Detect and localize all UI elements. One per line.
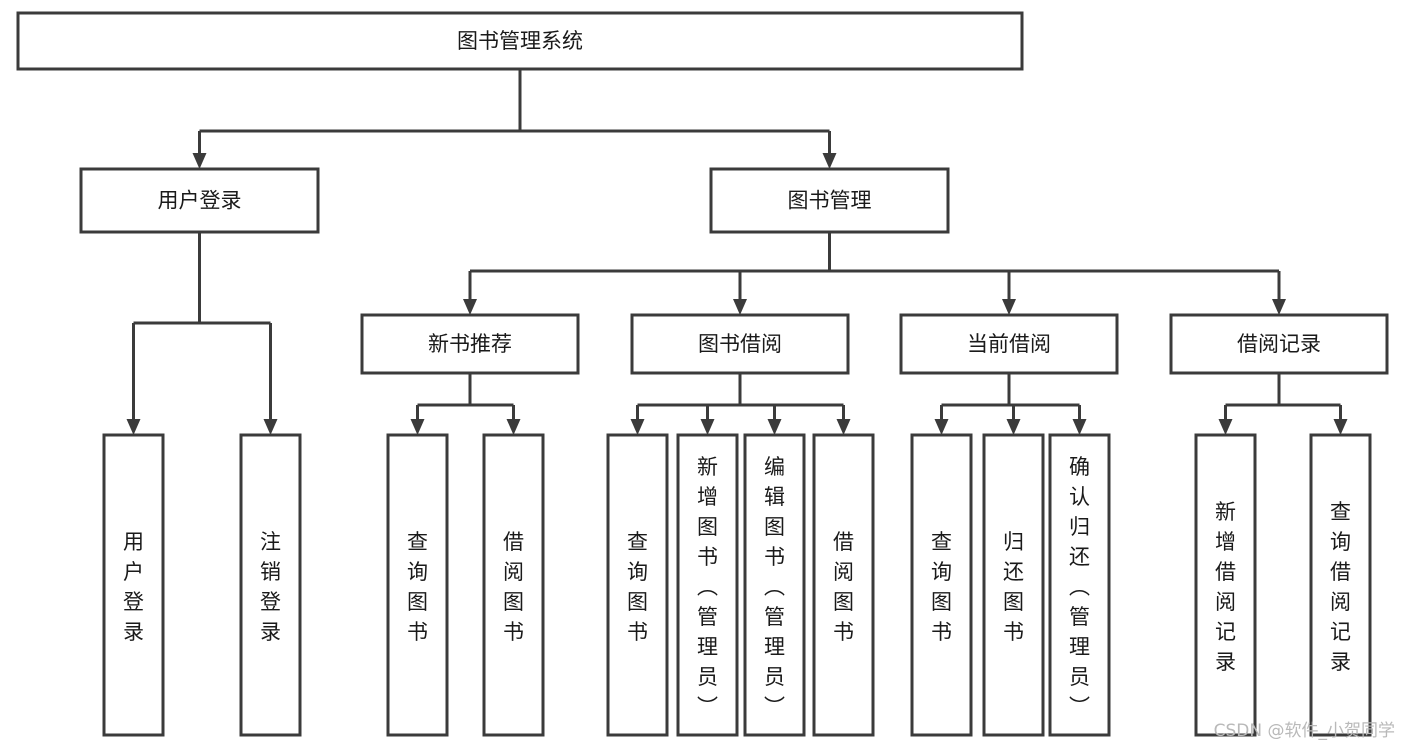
node-new-book-recommend[interactable]: 新书推荐	[360, 313, 580, 375]
node-box[interactable]	[79, 167, 320, 234]
node-box[interactable]	[360, 313, 580, 375]
node-box[interactable]	[482, 433, 545, 737]
node-leaf-add-borrow-record[interactable]: 新增借阅记录	[1194, 433, 1257, 737]
node-current-borrow[interactable]: 当前借阅	[899, 313, 1119, 375]
node-label: 查询图书	[627, 530, 648, 644]
node-label: 归还图书	[1003, 530, 1024, 644]
node-box[interactable]	[386, 433, 449, 737]
node-leaf-query-book-recommend[interactable]: 查询图书	[386, 433, 449, 737]
node-label: 图书管理	[788, 189, 872, 213]
node-box[interactable]	[1309, 433, 1372, 737]
node-box[interactable]	[899, 313, 1119, 375]
node-label: 查询图书	[931, 530, 952, 644]
node-leaf-query-book-borrow[interactable]: 查询图书	[606, 433, 669, 737]
node-box[interactable]	[812, 433, 875, 737]
node-box[interactable]	[1048, 433, 1111, 737]
node-box[interactable]	[1169, 313, 1389, 375]
node-box[interactable]	[606, 433, 669, 737]
node-leaf-return-book[interactable]: 归还图书	[982, 433, 1045, 737]
node-box[interactable]	[709, 167, 950, 234]
node-box[interactable]	[676, 433, 739, 737]
node-box[interactable]	[630, 313, 850, 375]
node-label: 新增图书︵管理员︶	[697, 455, 718, 719]
node-leaf-borrow-book-recommend[interactable]: 借阅图书	[482, 433, 545, 737]
node-book-management[interactable]: 图书管理	[709, 167, 950, 234]
node-book-borrow[interactable]: 图书借阅	[630, 313, 850, 375]
node-label: 新增借阅记录	[1215, 500, 1236, 674]
node-label: 查询借阅记录	[1330, 500, 1351, 674]
node-root-root[interactable]: 图书管理系统	[16, 11, 1024, 71]
node-label: 注销登录	[260, 530, 281, 644]
node-label: 用户登录	[123, 530, 144, 644]
node-layer: 图书管理系统用户登录图书管理新书推荐图书借阅当前借阅借阅记录用户登录注销登录查询…	[16, 11, 1389, 737]
node-label: 查询图书	[407, 530, 428, 644]
node-leaf-edit-book-admin[interactable]: 编辑图书︵管理员︶	[743, 433, 806, 737]
node-label: 借阅图书	[833, 530, 854, 644]
node-label: 借阅记录	[1237, 332, 1321, 356]
node-box[interactable]	[982, 433, 1045, 737]
node-box[interactable]	[1194, 433, 1257, 737]
node-box[interactable]	[239, 433, 302, 737]
connector-layer	[126, 69, 1348, 435]
node-leaf-query-book-current[interactable]: 查询图书	[910, 433, 973, 737]
node-label: 确认归还︵管理员︶	[1069, 455, 1090, 719]
node-leaf-borrow-book[interactable]: 借阅图书	[812, 433, 875, 737]
node-label: 图书管理系统	[457, 29, 583, 53]
node-leaf-logout[interactable]: 注销登录	[239, 433, 302, 737]
node-leaf-query-borrow-record[interactable]: 查询借阅记录	[1309, 433, 1372, 737]
node-leaf-user-login[interactable]: 用户登录	[102, 433, 165, 737]
node-box[interactable]	[16, 11, 1024, 71]
node-label: 新书推荐	[428, 332, 512, 356]
node-label: 编辑图书︵管理员︶	[764, 455, 785, 719]
node-borrow-record[interactable]: 借阅记录	[1169, 313, 1389, 375]
node-label: 借阅图书	[503, 530, 524, 644]
node-box[interactable]	[743, 433, 806, 737]
node-label: 图书借阅	[698, 332, 782, 356]
node-box[interactable]	[102, 433, 165, 737]
node-label: 用户登录	[158, 189, 242, 213]
node-user-login[interactable]: 用户登录	[79, 167, 320, 234]
node-label: 当前借阅	[967, 332, 1051, 356]
node-box[interactable]	[910, 433, 973, 737]
watermark-label: CSDN @软件_小贺同学	[1213, 721, 1395, 741]
node-leaf-confirm-return-admin[interactable]: 确认归还︵管理员︶	[1048, 433, 1111, 737]
node-leaf-add-book-admin[interactable]: 新增图书︵管理员︶	[676, 433, 739, 737]
